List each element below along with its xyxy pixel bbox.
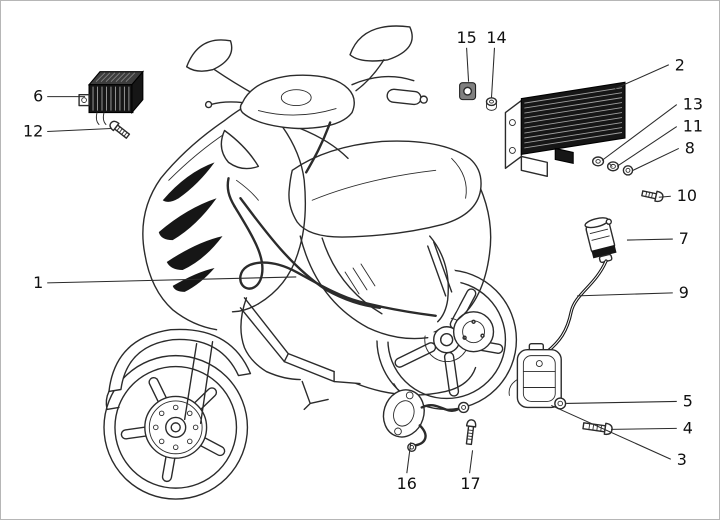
callout-1: 1 [33, 273, 43, 292]
front-fairing [142, 99, 307, 331]
part-14-nut [485, 97, 498, 111]
part-13-washer [592, 156, 605, 167]
leader-lines [47, 47, 679, 474]
callout-15: 15 [456, 28, 476, 47]
leader-9 [577, 292, 673, 297]
callout-4: 4 [683, 418, 693, 437]
part-15-grommet [459, 82, 477, 101]
callout-16: 16 [397, 474, 417, 493]
wiring-harness [226, 121, 437, 317]
leader-5 [566, 400, 677, 404]
leader-17 [469, 450, 474, 474]
part-17-screw [465, 419, 477, 446]
part-11-spring-washer [606, 161, 620, 172]
front-wheel [103, 354, 249, 500]
leader-11 [616, 126, 678, 167]
part-12-screw [109, 120, 131, 139]
leader-4 [611, 427, 677, 430]
leader-12 [47, 127, 111, 133]
leader-14 [490, 47, 496, 98]
front-fender [105, 328, 252, 425]
leader-3 [551, 404, 672, 460]
leader-15 [466, 47, 470, 82]
part-5-washer [554, 397, 567, 410]
transmission-cover [452, 311, 495, 353]
callout-13: 13 [683, 95, 703, 114]
part-7-spark-plug-cap [584, 217, 617, 264]
part-10-bolt [641, 190, 664, 203]
callout-6: 6 [33, 87, 43, 106]
callout-5: 5 [683, 391, 693, 410]
leader-2 [614, 64, 670, 90]
scooter-illustration [103, 25, 518, 500]
callout-labels: 1 2 3 4 5 6 7 8 9 10 11 12 13 14 15 16 1… [23, 28, 703, 493]
rear-bodywork [239, 169, 492, 411]
callout-8: 8 [685, 138, 695, 157]
callout-11: 11 [683, 116, 703, 135]
part-4-bolt [582, 422, 613, 436]
callout-12: 12 [23, 121, 43, 140]
callout-10: 10 [677, 186, 697, 205]
part-8-spacer [622, 165, 634, 176]
leader-8 [632, 147, 679, 171]
leader-7 [626, 238, 673, 241]
leader-13 [601, 104, 678, 161]
handlebar-assembly [185, 25, 428, 130]
callout-14: 14 [486, 28, 506, 47]
leader-1 [47, 276, 297, 284]
seat [288, 127, 482, 238]
part-2-ecu [504, 81, 626, 178]
callout-7: 7 [679, 229, 689, 248]
leader-16 [406, 442, 412, 474]
callout-9: 9 [679, 283, 689, 302]
callout-17: 17 [460, 474, 480, 493]
part-16-cable-clamp [382, 383, 470, 452]
part-9-spark-plug-cable [545, 259, 608, 354]
part-3-ignition-coil [508, 342, 562, 409]
callout-2: 2 [675, 56, 685, 75]
leader-10 [658, 195, 671, 198]
part-6-voltage-regulator [78, 70, 145, 125]
callout-3: 3 [677, 450, 687, 469]
